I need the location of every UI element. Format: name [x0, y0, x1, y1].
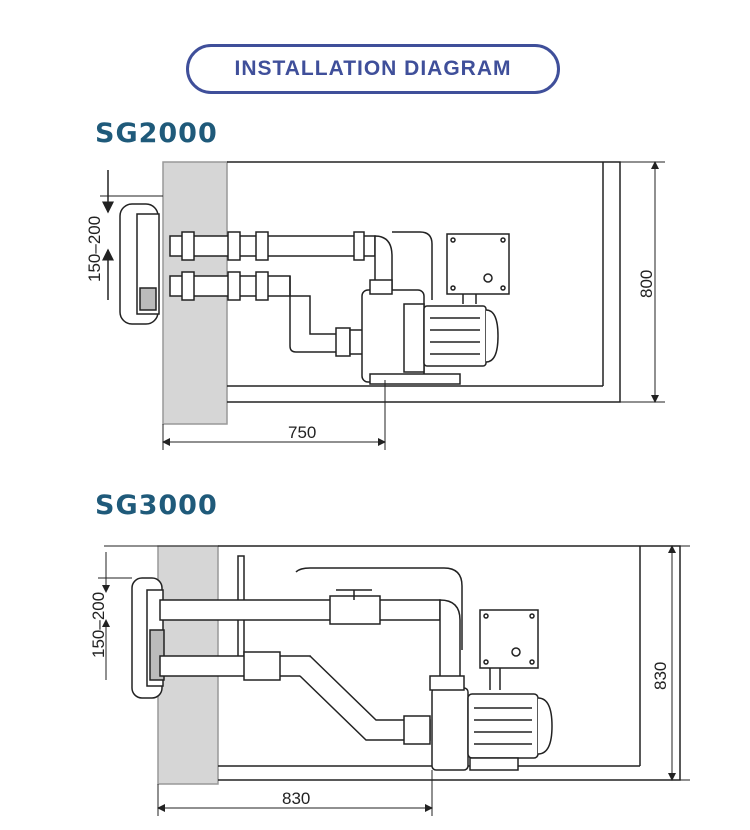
pump-motor — [423, 305, 487, 367]
model-label-sg2000: SG2000 — [95, 118, 218, 149]
dim-label-width-sg3000: 830 — [282, 789, 310, 808]
dim-label-width-sg2000: 750 — [288, 423, 316, 442]
dim-label-height-sg2000: 150–200 — [85, 216, 104, 282]
diagram-sg3000 — [98, 545, 690, 816]
diagram-title: INSTALLATION DIAGRAM — [234, 57, 512, 80]
dim-label-height-sg3000: 150–200 — [89, 592, 108, 658]
control-box — [479, 609, 539, 669]
dim-label-depth-sg2000: 800 — [637, 270, 656, 298]
pump-motor — [467, 693, 539, 759]
control-box — [446, 233, 510, 295]
machine-room-outline — [227, 161, 621, 403]
diagram-title-badge: INSTALLATION DIAGRAM — [186, 44, 560, 94]
model-label-sg3000: SG3000 — [95, 490, 218, 521]
pump-body — [431, 687, 469, 771]
upper-pipe — [159, 599, 441, 621]
diagram-sg2000 — [100, 161, 665, 450]
upper-pipe — [169, 235, 376, 257]
lower-pipe — [159, 655, 311, 677]
dim-label-depth-sg3000: 830 — [651, 662, 670, 690]
